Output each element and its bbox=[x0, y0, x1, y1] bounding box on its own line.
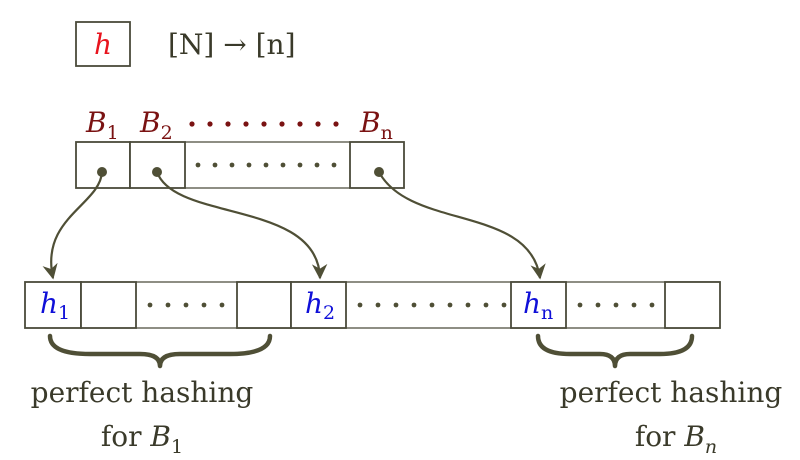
bucket-cell-b2 bbox=[129, 141, 186, 189]
slot-ellipsis bbox=[147, 302, 225, 308]
bucket-label-ellipsis bbox=[189, 121, 339, 127]
arrow-b2-to-h2 bbox=[155, 171, 328, 280]
mapping-label: [N] → [n] bbox=[168, 28, 296, 61]
bucket-cell-bn bbox=[349, 141, 405, 189]
slot-ellipsis bbox=[357, 302, 507, 308]
secondary-array: h1 h2 hn bbox=[24, 281, 721, 329]
pointer-arrows bbox=[42, 171, 546, 280]
slot-h1 bbox=[24, 281, 82, 329]
arrow-b1-to-h1 bbox=[42, 171, 104, 280]
slot-label-hn: hn bbox=[523, 287, 553, 324]
bucket-array-ellipsis bbox=[195, 162, 337, 168]
bucket-label-bn: Bn bbox=[359, 106, 393, 144]
brace-left bbox=[47, 333, 273, 369]
pointer-dots bbox=[97, 167, 384, 177]
caption-right-line1: perfect hashing bbox=[560, 376, 783, 409]
bucket-cell-b1 bbox=[75, 141, 131, 189]
brace-right bbox=[535, 333, 695, 369]
slot-empty bbox=[664, 281, 721, 329]
hash-function-box bbox=[75, 21, 131, 67]
caption-left-line1: perfect hashing bbox=[31, 376, 254, 409]
caption-left-line2: for B1 bbox=[101, 420, 183, 458]
bucket-label-b2: B2 bbox=[139, 106, 173, 144]
arrow-bn-to-hn bbox=[378, 171, 546, 280]
bucket-label-b1: B1 bbox=[85, 106, 119, 144]
slot-h2 bbox=[290, 281, 347, 329]
slot-empty bbox=[80, 281, 137, 329]
slot-hn bbox=[510, 281, 567, 329]
slot-ellipsis bbox=[577, 302, 655, 308]
slot-empty bbox=[236, 281, 292, 329]
caption-right-line2: for Bn bbox=[635, 420, 717, 458]
slot-label-h1: h1 bbox=[40, 287, 70, 324]
bucket-array bbox=[75, 141, 405, 189]
hash-function-label: h bbox=[94, 28, 112, 61]
slot-label-h2: h2 bbox=[305, 287, 335, 324]
